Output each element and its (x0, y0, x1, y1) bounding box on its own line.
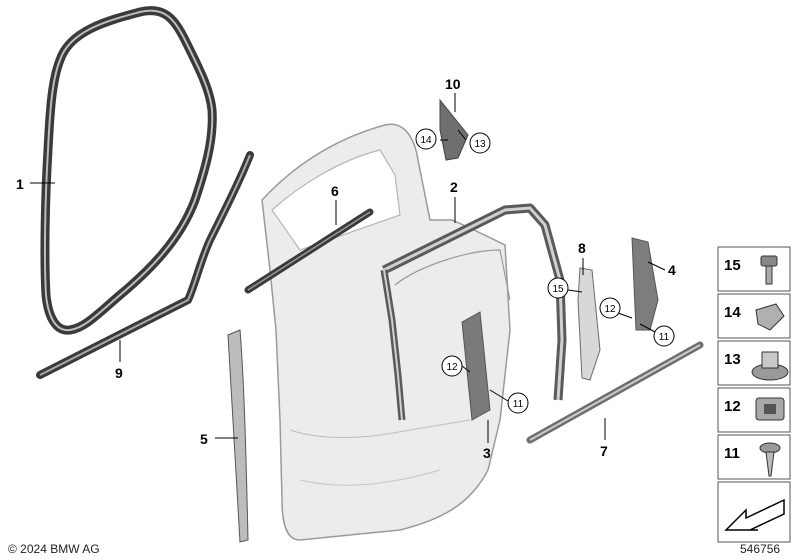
circled-callout-11-right: 11 (653, 325, 675, 347)
legend-box-arrow (717, 481, 791, 543)
screw-icon (759, 442, 781, 477)
mirror-bracket-part (439, 98, 469, 161)
circled-callout-11-center: 11 (507, 392, 529, 414)
expanding-nut-icon (751, 351, 789, 381)
bolt-icon (760, 255, 778, 285)
circled-callout-15: 15 (547, 277, 569, 299)
door-body (261, 123, 511, 541)
svg-text:15: 15 (552, 284, 564, 295)
rear-triangle-cover-part (631, 237, 659, 331)
square-nut-clip-icon (755, 397, 785, 421)
callout-1: 1 (16, 176, 24, 192)
circled-callout-12-right: 12 (599, 297, 621, 319)
legend-number: 15 (724, 257, 741, 274)
callout-10: 10 (445, 76, 461, 92)
svg-text:12: 12 (604, 304, 616, 315)
direction-arrow-icon (724, 498, 785, 531)
diagram-id-text: 546756 (740, 542, 780, 556)
legend-number: 14 (724, 304, 741, 321)
callout-8: 8 (578, 240, 586, 256)
callout-6: 6 (331, 183, 339, 199)
circled-callout-12-center: 12 (441, 355, 463, 377)
legend-box-15 (717, 246, 791, 292)
circled-callout-13: 13 (469, 132, 491, 154)
svg-text:14: 14 (420, 135, 432, 146)
leader-lines (30, 93, 666, 443)
window-frame-part (380, 203, 567, 421)
svg-text:11: 11 (659, 332, 670, 343)
svg-text:13: 13 (474, 139, 486, 150)
legend-number: 12 (724, 398, 741, 415)
circled-callout-14: 14 (415, 128, 437, 150)
callout-2: 2 (450, 179, 458, 195)
window-channel-strip-part (244, 208, 374, 294)
copyright-text: © 2024 BMW AG (8, 542, 100, 556)
door-seal-part (40, 6, 217, 335)
bracket-part (577, 267, 601, 381)
callout-3: 3 (483, 445, 491, 461)
callout-9: 9 (115, 365, 123, 381)
pillar-moulding-part (227, 329, 249, 543)
svg-text:11: 11 (513, 399, 524, 410)
legend-number: 11 (724, 445, 740, 462)
legend-box-11 (717, 434, 791, 480)
pillar-trim-part (461, 311, 491, 421)
fastener-legend: 15 14 13 12 11 (717, 246, 791, 543)
callout-4: 4 (668, 262, 676, 278)
window-sill-strip-part (526, 341, 704, 444)
lower-seal-strip-part (36, 151, 254, 379)
clip-icon (755, 303, 785, 331)
callout-5: 5 (200, 431, 208, 447)
svg-text:12: 12 (446, 362, 458, 373)
callout-7: 7 (600, 443, 608, 459)
legend-number: 13 (724, 351, 741, 368)
